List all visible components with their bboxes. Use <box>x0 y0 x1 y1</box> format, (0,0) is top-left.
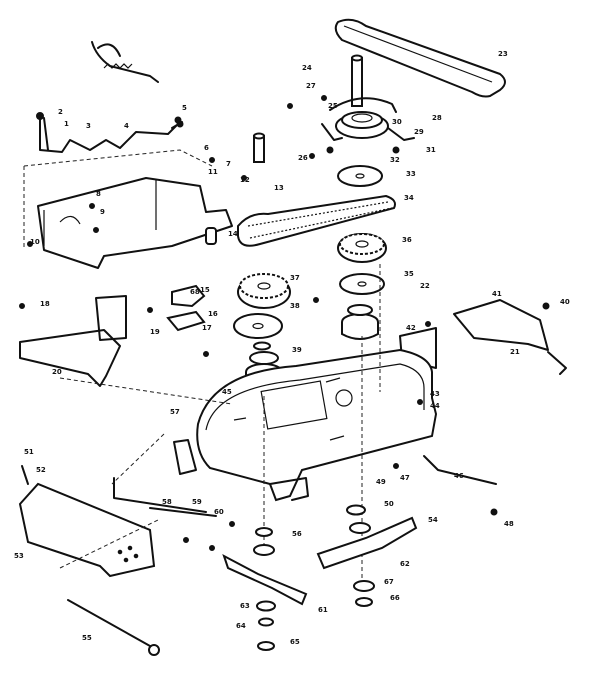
callout-27: 27 <box>306 82 316 90</box>
callout-1: 1 <box>64 120 69 128</box>
callout-54: 54 <box>428 516 438 524</box>
callout-24: 24 <box>302 64 312 72</box>
callout-42: 42 <box>406 324 416 332</box>
callout-17: 17 <box>202 324 212 332</box>
callout-44: 44 <box>430 402 440 410</box>
callout-45: 45 <box>222 388 232 396</box>
callout-13: 13 <box>274 184 284 192</box>
baffle-rods <box>59 433 497 569</box>
callout-5: 5 <box>182 104 187 112</box>
callout-21: 21 <box>510 348 520 356</box>
callout-65: 65 <box>290 638 300 646</box>
callout-67: 67 <box>384 578 394 586</box>
callout-10: 10 <box>30 238 40 246</box>
callout-55: 55 <box>82 634 92 642</box>
callout-19: 19 <box>150 328 160 336</box>
callout-41: 41 <box>492 290 502 298</box>
left-spacer-disc <box>233 313 283 339</box>
drive-rod <box>67 599 160 656</box>
callout-38: 38 <box>290 302 300 310</box>
callout-60: 60 <box>214 508 224 516</box>
callout-51: 51 <box>24 448 34 456</box>
callout-47: 47 <box>400 474 410 482</box>
callout-22: 22 <box>420 282 430 290</box>
callout-34: 34 <box>404 194 414 202</box>
callout-29: 29 <box>414 128 424 136</box>
callout-53: 53 <box>14 552 24 560</box>
callout-59: 59 <box>192 498 202 506</box>
callout-3: 3 <box>86 122 91 130</box>
callout-57: 57 <box>170 408 180 416</box>
mower-blades <box>222 516 418 606</box>
callout-14: 14 <box>228 230 238 238</box>
callout-48: 48 <box>504 520 514 528</box>
callout-61: 61 <box>318 606 328 614</box>
callout-26: 26 <box>298 154 308 162</box>
callout-50: 50 <box>384 500 394 508</box>
callout-56: 56 <box>292 530 302 538</box>
callout-63: 63 <box>240 602 250 610</box>
callout-15: 15 <box>200 286 210 294</box>
upper-spindle-assembly <box>321 54 415 154</box>
callout-16: 16 <box>208 310 218 318</box>
timing-belt <box>237 195 396 247</box>
callout-62: 62 <box>400 560 410 568</box>
callout-4: 4 <box>124 122 129 130</box>
callout-32: 32 <box>390 156 400 164</box>
callout-64: 64 <box>236 622 246 630</box>
callout-7: 7 <box>226 160 231 168</box>
gear-hub-left <box>166 284 206 332</box>
drive-belt <box>334 18 506 98</box>
callout-40: 40 <box>560 298 570 306</box>
callout-49: 49 <box>376 478 386 486</box>
callout-31: 31 <box>426 146 436 154</box>
discharge-chute <box>18 465 156 578</box>
callout-23: 23 <box>498 50 508 58</box>
blade-hardware <box>253 504 375 651</box>
callout-58: 58 <box>162 498 172 506</box>
callout-30: 30 <box>392 118 402 126</box>
callout-28: 28 <box>432 114 442 122</box>
callout-9: 9 <box>100 208 105 216</box>
callout-8: 8 <box>96 190 101 198</box>
callout-6: 6 <box>204 144 209 152</box>
callout-11: 11 <box>208 168 218 176</box>
right-spacer-discs <box>337 165 385 295</box>
fasteners <box>19 95 550 551</box>
callout-68: 68 <box>190 288 200 296</box>
callout-37: 37 <box>290 274 300 282</box>
control-rods-and-springs <box>36 41 184 153</box>
callout-46: 46 <box>454 472 464 480</box>
lift-bracket-assembly <box>23 132 265 269</box>
callout-35: 35 <box>404 270 414 278</box>
mower-deck-housing <box>59 264 438 578</box>
callout-33: 33 <box>406 170 416 178</box>
callout-66: 66 <box>390 594 400 602</box>
left-hanger-bracket <box>19 295 127 387</box>
callout-18: 18 <box>40 300 50 308</box>
callout-20: 20 <box>52 368 62 376</box>
left-sprocket <box>237 273 291 309</box>
callout-39: 39 <box>292 346 302 354</box>
callout-36: 36 <box>402 236 412 244</box>
callout-25: 25 <box>328 102 338 110</box>
callout-52: 52 <box>36 466 46 474</box>
callout-12: 12 <box>240 176 250 184</box>
callout-2: 2 <box>58 108 63 116</box>
right-sprocket <box>337 233 387 263</box>
right-spindle-housing <box>341 304 379 340</box>
callout-43: 43 <box>430 390 440 398</box>
